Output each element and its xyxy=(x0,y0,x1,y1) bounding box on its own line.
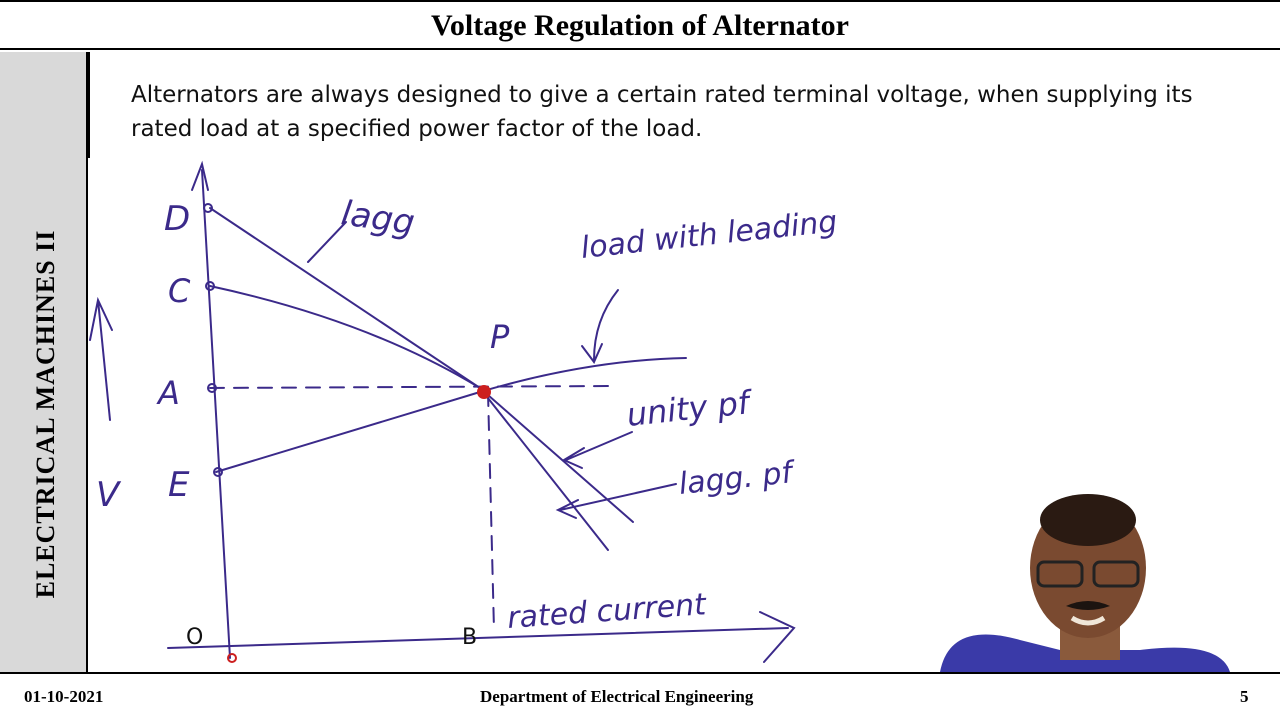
point-p-marker xyxy=(477,385,491,399)
footer-date: 01-10-2021 xyxy=(24,687,104,706)
label-a: A xyxy=(156,374,180,412)
curve-c xyxy=(209,285,634,523)
curve-leading xyxy=(215,357,687,473)
label-origin: O xyxy=(186,625,203,650)
dashed-a-p xyxy=(209,385,609,389)
sidebar-course-label: ELECTRICAL MACHINES II xyxy=(31,229,60,599)
regulation-diagram: D C A E P V lagg load with leading pf un… xyxy=(89,160,848,663)
y-axis xyxy=(201,169,231,659)
annotation-lagg-pf: lagg. pf xyxy=(677,455,798,502)
origin-marker xyxy=(227,653,237,663)
label-p: P xyxy=(490,318,510,356)
dashed-p-b xyxy=(487,391,495,631)
annotation-lagg: lagg xyxy=(339,193,417,243)
pointer-lagg-pf xyxy=(555,483,677,519)
v-arrow xyxy=(89,296,113,421)
annotation-rated-current: rated current xyxy=(506,587,708,636)
y-axis-arrowhead xyxy=(191,160,209,191)
pointer-leading xyxy=(581,289,619,364)
label-e: E xyxy=(168,465,190,505)
label-v: V xyxy=(96,475,122,515)
label-b: B xyxy=(462,625,477,650)
x-axis xyxy=(167,627,789,649)
label-d: D xyxy=(164,199,190,239)
pointer-lagg xyxy=(307,221,347,263)
intro-paragraph: Alternators are always designed to give … xyxy=(131,82,1193,142)
annotation-unity: unity pf xyxy=(625,383,756,434)
content-divider xyxy=(88,52,90,158)
sidebar: ELECTRICAL MACHINES II xyxy=(0,52,88,672)
pointer-unity xyxy=(561,431,633,469)
presenter-video xyxy=(940,494,1230,672)
x-axis-arrowhead xyxy=(759,611,796,663)
footer-department: Department of Electrical Engineering xyxy=(480,687,754,706)
footer-rule xyxy=(0,672,1280,674)
annotation-load-leading: load with leading pf xyxy=(579,200,848,266)
title-bar: Voltage Regulation of Alternator xyxy=(0,0,1280,50)
footer-page-number: 5 xyxy=(1240,687,1249,706)
slide-title: Voltage Regulation of Alternator xyxy=(430,9,849,42)
label-c: C xyxy=(168,272,191,310)
curve-lagg xyxy=(209,207,609,551)
top-rule xyxy=(0,0,1280,2)
